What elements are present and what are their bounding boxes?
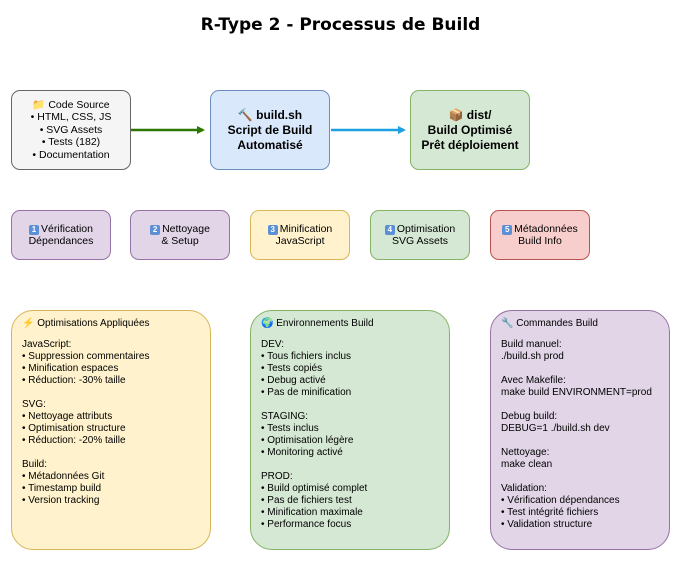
- optimisations-panel: ⚡ Optimisations Appliquées JavaScript: •…: [11, 310, 211, 550]
- section-item: • Métadonnées Git: [22, 471, 105, 482]
- section-heading: DEV:: [261, 339, 284, 350]
- section-item: • Build optimisé complet: [261, 483, 368, 494]
- section-item: • Pas de minification: [261, 387, 352, 398]
- step-label: Dépendances: [28, 235, 94, 247]
- build-script-box: 🔨 build.sh Script de Build Automatisé: [210, 90, 330, 170]
- section-heading: Avec Makefile:: [501, 375, 566, 386]
- commandes-panel: 🔧 Commandes Build Build manuel: ./build.…: [490, 310, 670, 550]
- panel-section: Validation: • Vérification dépendances •…: [501, 483, 659, 531]
- step-number-icon: 3: [267, 224, 278, 235]
- section-heading: STAGING:: [261, 411, 309, 422]
- dist-box: 📦 dist/ Build Optimisé Prêt déploiement: [410, 90, 530, 170]
- optimisations-panel-title: ⚡ Optimisations Appliquées: [22, 318, 150, 329]
- step-label: JavaScript: [275, 235, 325, 247]
- build-script-line: Automatisé: [237, 137, 303, 152]
- section-heading: Debug build:: [501, 411, 558, 422]
- section-heading: Build:: [22, 459, 48, 470]
- section-item: • Version tracking: [22, 495, 100, 506]
- panel-section: Debug build: DEBUG=1 ./build.sh dev: [501, 411, 659, 435]
- environnements-panel-title: 🌍 Environnements Build: [261, 318, 374, 329]
- section-item: • Debug activé: [261, 375, 326, 386]
- section-item: • Minification espaces: [22, 363, 119, 374]
- panel-section: Build: • Métadonnées Git • Timestamp bui…: [22, 459, 200, 507]
- section-item: • Vérification dépendances: [501, 495, 620, 506]
- dist-title: 📦 dist/: [448, 107, 492, 122]
- section-heading: PROD:: [261, 471, 293, 482]
- section-item: • Tests inclus: [261, 423, 319, 434]
- panel-section: DEV: • Tous fichiers inclus • Tests copi…: [261, 339, 439, 399]
- section-item: • Optimisation légère: [261, 435, 354, 446]
- step-number-icon: 5: [502, 224, 513, 235]
- section-heading: Build manuel:: [501, 339, 562, 350]
- step-label: Métadonnées: [514, 222, 578, 235]
- build-script-title: 🔨 build.sh: [237, 107, 303, 122]
- section-item: • Nettoyage attributs: [22, 411, 113, 422]
- code-source-item: • HTML, CSS, JS: [30, 111, 112, 124]
- section-item: • Tous fichiers inclus: [261, 351, 352, 362]
- panel-section: JavaScript: • Suppression commentaires •…: [22, 339, 200, 387]
- step-label: Minification: [279, 222, 333, 235]
- code-source-item: • Tests (182): [41, 136, 101, 149]
- step-label: SVG Assets: [391, 235, 449, 247]
- code-source-title: 📁 Code Source: [32, 98, 110, 111]
- command-text: ./build.sh prod: [501, 351, 564, 362]
- section-item: • Réduction: -30% taille: [22, 375, 126, 386]
- panel-section: SVG: • Nettoyage attributs • Optimisatio…: [22, 399, 200, 447]
- command-text: make clean: [501, 459, 553, 470]
- step-label: Optimisation: [396, 222, 456, 235]
- section-item: • Performance focus: [261, 519, 352, 530]
- diagram-title: R-Type 2 - Processus de Build: [200, 15, 481, 35]
- section-item: • Suppression commentaires: [22, 351, 150, 362]
- command-text: DEBUG=1 ./build.sh dev: [501, 423, 610, 434]
- code-source-box: 📁 Code Source • HTML, CSS, JS • SVG Asse…: [11, 90, 131, 170]
- section-item: • Monitoring activé: [261, 447, 343, 458]
- section-heading: Validation:: [501, 483, 547, 494]
- environnements-panel: 🌍 Environnements Build DEV: • Tous fichi…: [250, 310, 450, 550]
- build-script-line: Script de Build: [227, 122, 313, 137]
- step-number-icon: 2: [150, 224, 161, 235]
- section-heading: SVG:: [22, 399, 46, 410]
- step-label: Vérification: [41, 222, 93, 235]
- step-label: Build Info: [518, 235, 562, 247]
- section-item: • Validation structure: [501, 519, 593, 530]
- panel-section: Build manuel: ./build.sh prod: [501, 339, 659, 363]
- code-source-item: • SVG Assets: [39, 123, 103, 136]
- code-source-item: • Documentation: [32, 148, 110, 161]
- section-item: • Tests copiés: [261, 363, 323, 374]
- section-item: • Timestamp build: [22, 483, 102, 494]
- section-item: • Pas de fichiers test: [261, 495, 352, 506]
- panel-section: STAGING: • Tests inclus • Optimisation l…: [261, 411, 439, 459]
- step-label: Nettoyage: [162, 222, 210, 235]
- command-text: make build ENVIRONMENT=prod: [501, 387, 652, 398]
- section-item: • Optimisation structure: [22, 423, 126, 434]
- step-label: & Setup: [161, 235, 199, 247]
- section-item: • Réduction: -20% taille: [22, 435, 126, 446]
- commandes-panel-title: 🔧 Commandes Build: [501, 318, 598, 329]
- dist-line: Prêt déploiement: [421, 137, 519, 152]
- section-item: • Test intégrité fichiers: [501, 507, 599, 518]
- section-item: • Minification maximale: [261, 507, 363, 518]
- panel-section: Avec Makefile: make build ENVIRONMENT=pr…: [501, 375, 659, 399]
- step-number-icon: 1: [29, 224, 40, 235]
- step-number-icon: 4: [384, 224, 395, 235]
- dist-line: Build Optimisé: [427, 122, 513, 137]
- panel-section: Nettoyage: make clean: [501, 447, 659, 471]
- section-heading: JavaScript:: [22, 339, 72, 350]
- section-heading: Nettoyage:: [501, 447, 550, 458]
- panel-section: PROD: • Build optimisé complet • Pas de …: [261, 471, 439, 531]
